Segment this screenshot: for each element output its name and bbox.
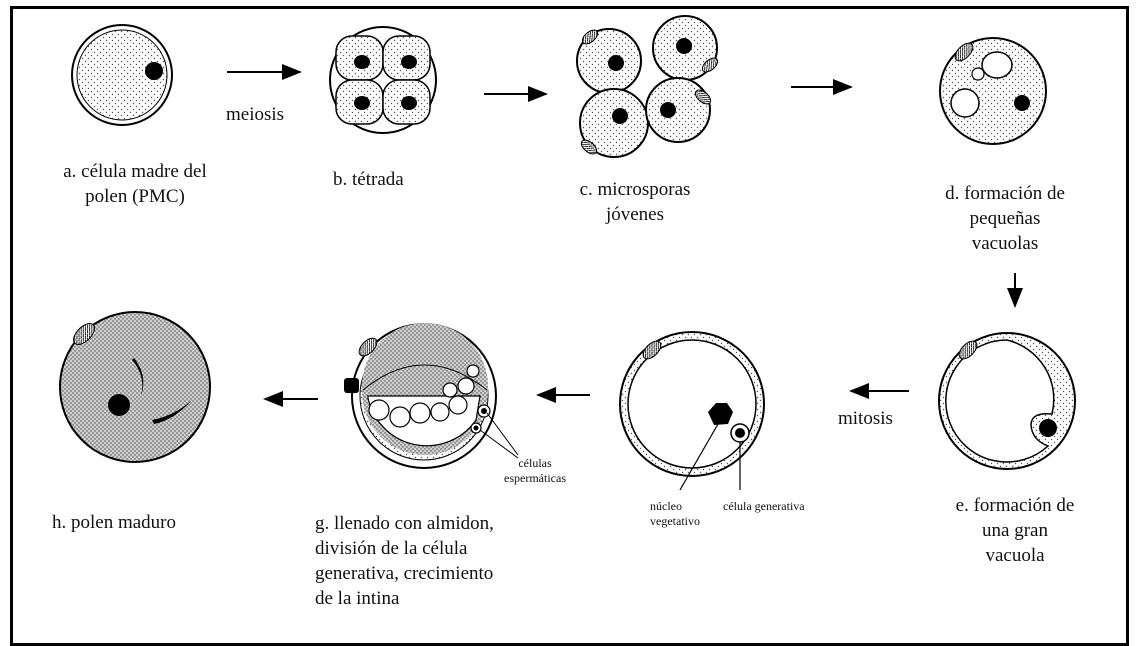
label-stage-a: a. célula madre del polen (PMC) [35, 159, 235, 209]
label-stage-b: b. tétrada [333, 167, 404, 192]
stage-f-bicellular-pollen [620, 332, 764, 490]
label-stage-g: g. llenado con almidon, división de la c… [315, 511, 575, 611]
label-stage-h: h. polen maduro [52, 510, 176, 535]
label-mitosis: mitosis [838, 406, 893, 431]
stage-e-large-vacuole [939, 333, 1075, 469]
label-generative-cell: célula generativa [723, 499, 805, 514]
label-meiosis: meiosis [226, 102, 284, 127]
stage-d-small-vacuoles [940, 38, 1046, 144]
label-stage-e: e. formación de una gran vacuola [925, 493, 1105, 568]
label-sperm-cells: células espermáticas [475, 456, 595, 486]
label-vegetative-nucleus: núcleo vegetativo [650, 499, 700, 529]
stage-g-starch-filling [344, 323, 518, 468]
stage-h-mature-pollen [60, 312, 210, 462]
label-stage-c: c. microsporas jóvenes [545, 177, 725, 227]
label-stage-d: d. formación de pequeñas vacuolas [905, 181, 1105, 256]
stage-a-pmc-cell [72, 25, 172, 125]
stage-c-microspores [577, 16, 720, 157]
stage-b-tetrad [330, 27, 436, 133]
